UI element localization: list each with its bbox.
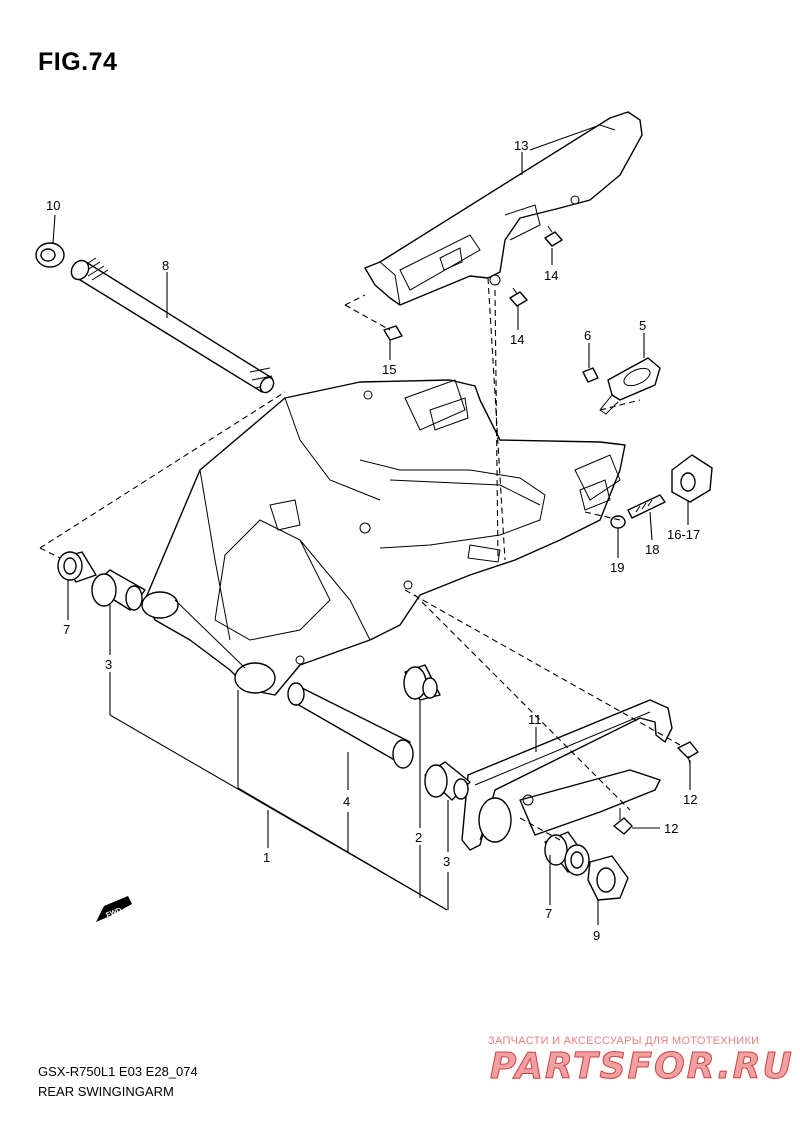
callout-labels: 10 8 13 14 14 15 6 5 16-17 18 19 7 3 11 … xyxy=(46,138,700,943)
pivot-nut-part-9 xyxy=(587,855,629,901)
callout-5: 5 xyxy=(639,318,646,333)
callout-4: 4 xyxy=(343,794,350,809)
chain-case-part-13 xyxy=(364,111,643,306)
callout-6: 6 xyxy=(584,328,591,343)
callout-3-left: 3 xyxy=(105,657,112,672)
callout-15: 15 xyxy=(382,362,396,377)
collar-part-7-right xyxy=(544,831,590,876)
chain-buffer-part-11 xyxy=(461,699,673,851)
callout-9: 9 xyxy=(593,928,600,943)
bearing-part-2 xyxy=(403,664,441,701)
bearing-part-3-left xyxy=(91,569,146,611)
forward-direction-arrow: FWD xyxy=(96,896,132,922)
swingarm-part-1 xyxy=(141,379,626,696)
callout-14-upper: 14 xyxy=(544,268,558,283)
callout-1: 1 xyxy=(263,850,270,865)
spacer-pipe-part-4 xyxy=(287,682,414,769)
adjuster-block-part-16-17 xyxy=(671,454,713,503)
clip-part-15 xyxy=(383,325,403,341)
watermark-logo: PARTSFOR.RU xyxy=(490,1046,794,1088)
dashed-alignment-lines xyxy=(39,277,681,841)
model-code: GSX-R750L1 E03 E28_074 xyxy=(38,1064,198,1079)
collar-part-7-left xyxy=(57,551,97,583)
callout-18: 18 xyxy=(645,542,659,557)
callout-14-lower: 14 xyxy=(510,332,524,347)
bolt-part-6 xyxy=(582,367,599,383)
leader-lines xyxy=(52,152,691,925)
bolt-part-14-lower xyxy=(509,287,528,307)
adjuster-plate-part-5 xyxy=(599,357,661,415)
bolt-part-12-upper xyxy=(677,741,699,765)
watermark-tagline: ЗАПЧАСТИ И АКСЕССУАРЫ ДЛЯ МОТОТЕХНИКИ xyxy=(488,1035,760,1047)
callout-19: 19 xyxy=(610,560,624,575)
bearing-part-3-right xyxy=(424,761,471,801)
bolt-part-14-upper xyxy=(544,225,563,247)
callout-3-right: 3 xyxy=(443,854,450,869)
nut-part-19 xyxy=(610,515,626,529)
callout-7-left: 7 xyxy=(63,622,70,637)
callout-12-upper: 12 xyxy=(683,792,697,807)
callout-13: 13 xyxy=(514,138,528,153)
pivot-shaft-part-8 xyxy=(70,257,275,394)
diagram-caption: REAR SWINGINGARM xyxy=(38,1084,174,1099)
pivot-nut-part-10 xyxy=(35,242,65,268)
callout-12-lower: 12 xyxy=(664,821,678,836)
callout-10: 10 xyxy=(46,198,60,213)
adjuster-bolt-part-18 xyxy=(627,494,666,519)
callout-11: 11 xyxy=(528,712,542,727)
figure-title: FIG.74 xyxy=(38,48,118,76)
callout-7-right: 7 xyxy=(545,906,552,921)
callout-8: 8 xyxy=(162,258,169,273)
callout-16-17: 16-17 xyxy=(667,527,700,542)
bolt-part-12-lower xyxy=(613,808,633,835)
callout-2: 2 xyxy=(415,830,422,845)
